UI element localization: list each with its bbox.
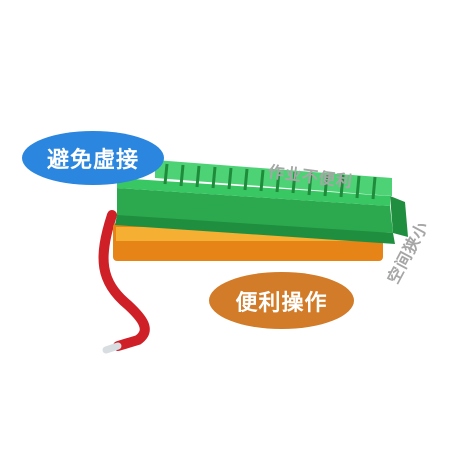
red-wire	[98, 210, 150, 351]
pin-ribs	[163, 163, 377, 200]
wire-stripped-end	[102, 342, 122, 354]
avoid-false-connection-bubble: 避免虛接	[22, 131, 164, 185]
easy-operation-bubble: 便利操作	[209, 272, 354, 329]
